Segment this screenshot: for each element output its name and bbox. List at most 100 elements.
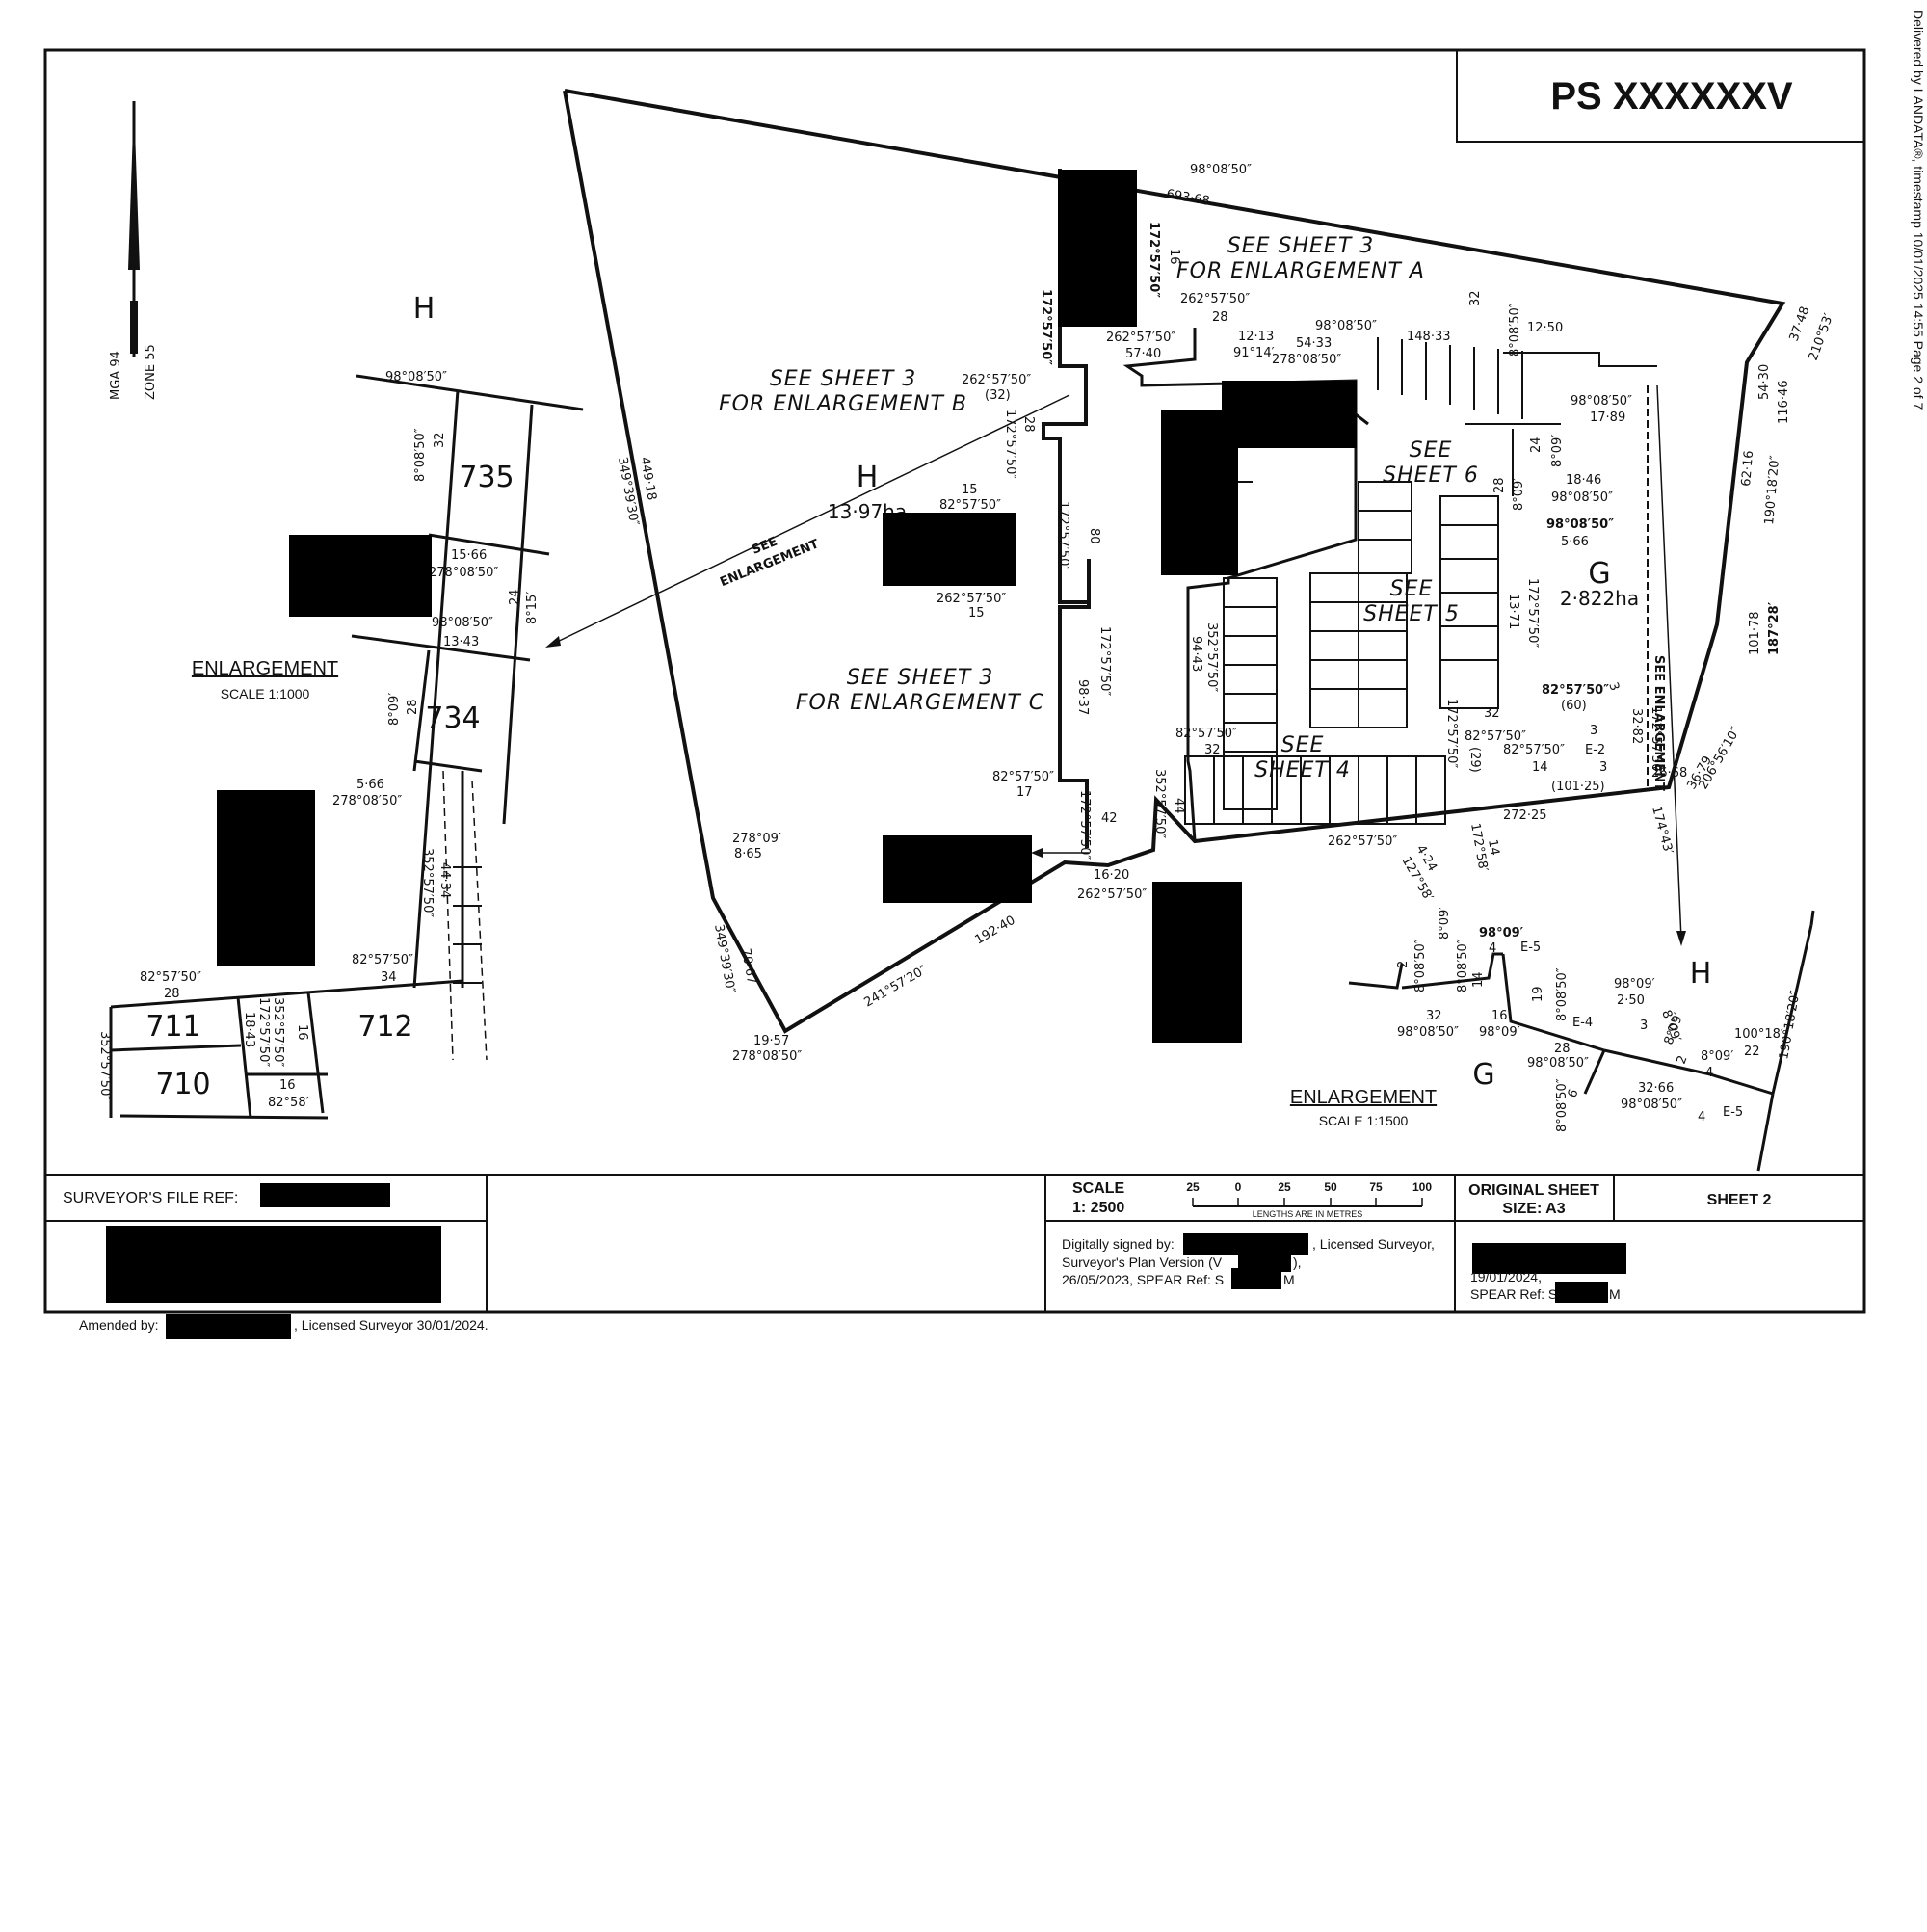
dim-label: 14	[1471, 971, 1486, 988]
dim-label: 98°09′	[1479, 926, 1524, 940]
note-sheet6-line2: SHEET 6	[1383, 463, 1479, 488]
dim-label: 70·67	[738, 947, 758, 985]
dim-label: 8°15′	[525, 592, 540, 624]
scale-tick-label: 0	[1235, 1180, 1242, 1194]
leader-enlargement-right	[1656, 384, 1682, 940]
signer-redaction	[1183, 1233, 1308, 1255]
scale-tick-label: 50	[1324, 1180, 1337, 1194]
right-line1: 19/01/2024,	[1470, 1269, 1542, 1284]
dim-label: 16	[1167, 249, 1181, 265]
redaction-block	[883, 513, 1016, 586]
dim-label: 44·34	[437, 862, 452, 898]
signed-line2-b: ),	[1293, 1255, 1302, 1270]
dim-label: 98°08′50″	[1621, 1098, 1682, 1112]
dim-label: 16	[295, 1024, 309, 1041]
road-boundary	[1042, 169, 1091, 848]
dim-label: 2·50	[1617, 993, 1645, 1008]
dim-label: 8°08′50″	[1413, 939, 1428, 992]
parcel-g-area: 2·822ha	[1560, 587, 1639, 610]
dim-label: 82°57′50″	[1542, 683, 1609, 698]
right-enlargement-lines	[1348, 910, 1815, 1172]
scale-label: SCALE	[1072, 1180, 1125, 1197]
enl-left-title: ENLARGEMENT	[192, 658, 338, 679]
dim-label: 8°08′50″	[413, 428, 428, 482]
parcel-g-top	[1503, 352, 1657, 367]
enl-left-parcel-h: H	[413, 292, 436, 326]
lot-grid-north	[1377, 337, 1523, 419]
dim-label: 82°57′50″	[992, 770, 1054, 784]
dim-label: 98°08′50″	[1190, 163, 1252, 177]
scale-tick-label: 25	[1186, 1180, 1200, 1194]
amendment-redaction	[1472, 1243, 1626, 1274]
scale-units: LENGTHS ARE IN METRES	[1253, 1209, 1363, 1219]
dim-label: 8°08′50″	[1555, 967, 1570, 1021]
dim-label: 352°57′50″	[97, 1031, 112, 1100]
spear-ref-redaction	[1231, 1268, 1281, 1289]
dim-label: 17	[1016, 785, 1033, 800]
dim-label: E-4	[1572, 1016, 1593, 1030]
dim-label: 262°57′50″	[1180, 292, 1250, 306]
dim-label: 98°08′50″	[1571, 394, 1632, 409]
dim-label: 8°08′50″	[1456, 939, 1470, 992]
dim-label: 2	[1675, 1053, 1691, 1066]
dim-label: 262°57′50″	[1328, 834, 1397, 849]
dim-label: 82°57′50″	[352, 953, 413, 967]
dim-label: E-2	[1585, 743, 1605, 757]
dim-label: 174°43′	[1649, 805, 1676, 856]
dim-label: (60)	[1561, 699, 1587, 713]
dim-label: 262°57′50″	[962, 373, 1031, 387]
zone-label: ZONE 55	[144, 344, 158, 400]
dim-label: 28	[1492, 477, 1507, 493]
scale-value: 1: 2500	[1072, 1200, 1124, 1216]
lot-735: 735	[459, 461, 514, 494]
note-sheet5-line1: SEE	[1390, 577, 1434, 601]
dim-label: 15·66	[451, 548, 487, 563]
dim-label: 32	[1484, 706, 1500, 721]
parcel-g-boundary	[1186, 385, 1358, 842]
left-enlargement-ticks	[453, 866, 482, 984]
dim-label: 278°08′50″	[732, 1049, 802, 1064]
redaction-block	[883, 835, 1032, 903]
left-enlargement-lines	[109, 374, 584, 1120]
note-sheet3-b-line1: SEE SHEET 3	[770, 367, 917, 391]
dim-label: 57·40	[1125, 347, 1161, 361]
dim-label: 28	[1554, 1042, 1571, 1056]
dim-label: 37·48	[1787, 304, 1813, 343]
dim-label: 15	[968, 606, 985, 621]
right-line2-b: M	[1609, 1286, 1621, 1302]
dim-label: 278°08′50″	[332, 794, 402, 808]
dim-label: E-5	[1520, 940, 1541, 955]
dim-label: 352°57′50″	[1204, 622, 1219, 692]
dim-label: 18·43	[242, 1012, 256, 1047]
dim-label: 44	[1172, 798, 1186, 814]
left-enlargement-dimensions: 98°08′50″ 32 8°08′50″ 15·66 278°08′50″ 2…	[97, 370, 540, 1110]
dim-label: 4	[1489, 941, 1496, 956]
right-spear-redaction	[1555, 1282, 1608, 1303]
plan-number-box	[1456, 49, 1865, 143]
dim-label: 32·82	[1629, 708, 1644, 744]
dim-label: 278°08′50″	[1272, 353, 1341, 367]
dim-label: 54·30	[1757, 364, 1772, 400]
dim-label: 32	[1426, 1009, 1442, 1023]
dim-label: 14	[1532, 760, 1548, 775]
dim-label: 82°58′	[268, 1096, 309, 1110]
enl-right-parcel-h: H	[1690, 957, 1712, 991]
dim-label: 8°09′	[1550, 435, 1565, 467]
dim-label: 82°57′50″	[1465, 729, 1526, 744]
datum-label: MGA 94	[109, 351, 123, 400]
dim-label: 98°09′	[1479, 1025, 1520, 1040]
dim-label: 172°57′50″	[1097, 626, 1112, 696]
dim-label: 8·65	[734, 847, 762, 861]
lot-711: 711	[145, 1010, 200, 1044]
dim-label: 8°08′50″	[1508, 303, 1522, 357]
redaction-block	[1222, 381, 1357, 448]
dim-label: 24	[1529, 437, 1544, 453]
dim-label: 262°57′50″	[1077, 887, 1147, 902]
dim-label: 82°57′50″	[939, 498, 1001, 513]
dim-label: 172°58′	[1467, 822, 1491, 873]
redaction-block	[217, 790, 315, 966]
dim-label: 3	[1599, 760, 1607, 775]
dim-label: 28	[406, 699, 420, 715]
